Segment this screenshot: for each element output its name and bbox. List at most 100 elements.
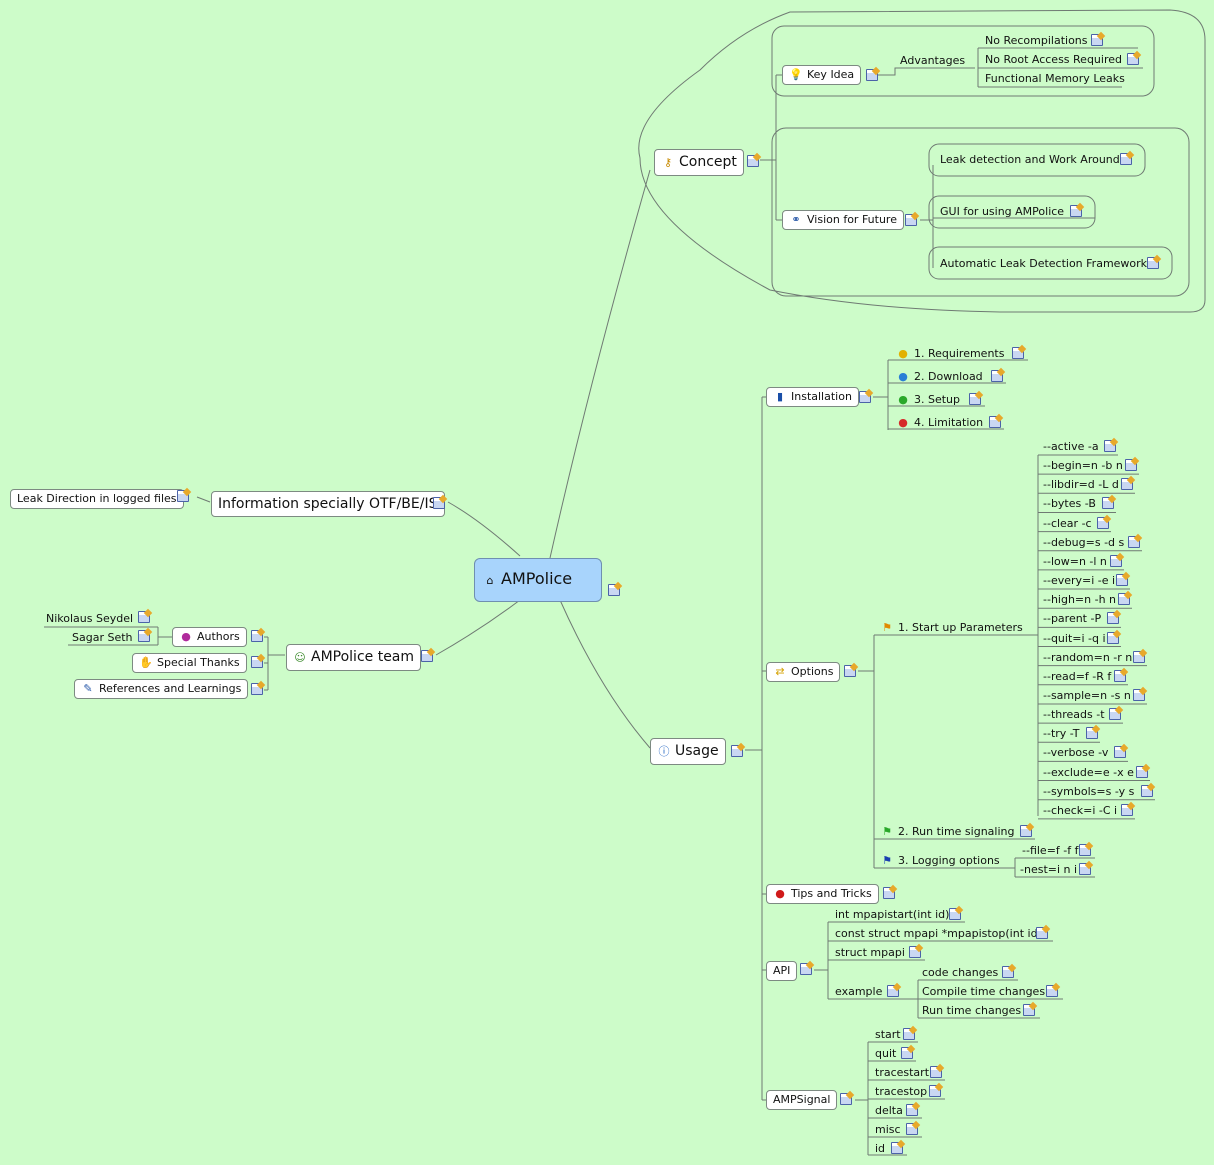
note-icon[interactable]: [1114, 669, 1126, 682]
note-icon[interactable]: [840, 1093, 852, 1105]
note-icon[interactable]: [906, 1123, 918, 1135]
startup-param[interactable]: --debug=s -d s: [1043, 535, 1125, 549]
signal-item[interactable]: start: [875, 1028, 901, 1041]
note-icon[interactable]: [251, 630, 263, 642]
authors-node[interactable]: ●Authors: [172, 627, 247, 647]
signal-item[interactable]: delta: [875, 1104, 903, 1117]
note-icon[interactable]: [1020, 825, 1032, 837]
team-node[interactable]: ☺AMPolice team: [286, 644, 422, 671]
information-child[interactable]: Leak Direction in logged files: [10, 489, 184, 509]
api-item[interactable]: int mpapistart(int id);: [835, 908, 954, 921]
note-icon[interactable]: [1118, 593, 1130, 606]
note-icon[interactable]: [1023, 1004, 1035, 1016]
note-icon[interactable]: [177, 490, 189, 502]
installation-item[interactable]: ●3. Setup: [896, 392, 960, 407]
api-item[interactable]: struct mpapi: [835, 946, 905, 959]
information-node[interactable]: Information specially OTF/BE/IS: [211, 491, 445, 517]
note-icon[interactable]: [949, 908, 961, 920]
note-icon[interactable]: [1046, 985, 1058, 997]
ampsignal-node[interactable]: AMPSignal: [766, 1090, 838, 1110]
logging-param[interactable]: --file=f -f f: [1022, 844, 1079, 857]
startup-param[interactable]: --begin=n -b n: [1043, 459, 1123, 473]
note-icon[interactable]: [1012, 347, 1024, 359]
note-icon[interactable]: [991, 370, 1003, 382]
note-icon[interactable]: [1097, 516, 1109, 529]
note-icon[interactable]: [1104, 440, 1116, 452]
startup-param[interactable]: --bytes -B: [1043, 497, 1096, 511]
startup-param[interactable]: --random=n -r n: [1043, 650, 1133, 664]
note-icon[interactable]: [1036, 927, 1048, 939]
logging-param[interactable]: -nest=i n i: [1020, 863, 1078, 876]
signal-item[interactable]: misc: [875, 1123, 901, 1136]
note-icon[interactable]: [138, 630, 150, 642]
note-icon[interactable]: [905, 214, 917, 226]
note-icon[interactable]: [1147, 257, 1159, 269]
note-icon[interactable]: [1114, 746, 1126, 759]
startup-param[interactable]: --check=i -C i: [1043, 803, 1118, 817]
vision-item[interactable]: GUI for using AMPolice: [940, 205, 1065, 218]
startup-param[interactable]: --active -a: [1043, 440, 1099, 453]
signal-item[interactable]: quit: [875, 1047, 897, 1060]
note-icon[interactable]: [969, 393, 981, 405]
startup-param[interactable]: --parent -P: [1043, 612, 1102, 626]
example-item[interactable]: Run time changes: [922, 1004, 1022, 1017]
note-icon[interactable]: [1128, 535, 1140, 548]
note-icon[interactable]: [1102, 497, 1114, 510]
note-icon[interactable]: [903, 1028, 915, 1040]
note-icon[interactable]: [1120, 153, 1132, 165]
note-icon[interactable]: [859, 391, 871, 403]
startup-param[interactable]: --quit=i -q i: [1043, 631, 1106, 645]
advantage-item[interactable]: No Root Access Required: [985, 53, 1122, 66]
startup-param[interactable]: --try -T: [1043, 727, 1080, 741]
author-name[interactable]: Sagar Seth: [72, 631, 133, 644]
note-icon[interactable]: [909, 946, 921, 958]
startup-param[interactable]: --read=f -R f: [1043, 669, 1112, 683]
note-icon[interactable]: [930, 1066, 942, 1078]
note-icon[interactable]: [887, 985, 899, 997]
startup-param[interactable]: --symbols=s -y s: [1043, 784, 1135, 798]
startup-param[interactable]: --high=n -h n: [1043, 593, 1117, 607]
note-icon[interactable]: [901, 1047, 913, 1059]
note-icon[interactable]: [1116, 574, 1128, 587]
startup-param[interactable]: --low=n -l n: [1043, 554, 1107, 568]
advantage-item[interactable]: Functional Memory Leaks: [985, 72, 1125, 85]
note-icon[interactable]: [1070, 205, 1082, 217]
installation-node[interactable]: ▮Installation: [766, 387, 859, 407]
note-icon[interactable]: [1107, 612, 1119, 625]
note-icon[interactable]: [883, 887, 895, 899]
installation-item[interactable]: ●2. Download: [896, 369, 982, 384]
startup-param[interactable]: --threads -t: [1043, 708, 1105, 722]
concept-node[interactable]: ⚷Concept: [654, 149, 744, 176]
api-node[interactable]: API: [766, 961, 798, 981]
note-icon[interactable]: [844, 665, 856, 677]
note-icon[interactable]: [1079, 863, 1091, 875]
note-icon[interactable]: [1110, 554, 1122, 567]
note-icon[interactable]: [1121, 478, 1133, 491]
startup-param[interactable]: --sample=n -s n: [1043, 688, 1131, 702]
signal-item[interactable]: id: [875, 1142, 886, 1155]
example-item[interactable]: code changes: [922, 966, 999, 979]
advantages-label[interactable]: Advantages: [900, 54, 966, 67]
refs-node[interactable]: ✎References and Learnings: [74, 679, 249, 699]
note-icon[interactable]: [800, 963, 812, 975]
note-icon[interactable]: [1125, 459, 1137, 472]
note-icon[interactable]: [608, 584, 620, 596]
options-node[interactable]: ⇄Options: [766, 662, 841, 682]
advantage-item[interactable]: No Recompilations: [985, 34, 1088, 47]
startup-param[interactable]: --exclude=e -x e: [1043, 765, 1134, 779]
author-name[interactable]: Nikolaus Seydel: [46, 612, 134, 625]
note-icon[interactable]: [1109, 708, 1121, 721]
note-icon[interactable]: [251, 656, 263, 668]
note-icon[interactable]: [138, 611, 150, 623]
note-icon[interactable]: [929, 1085, 941, 1097]
api-item[interactable]: const struct mpapi *mpapistop(int id);: [835, 927, 1046, 940]
note-icon[interactable]: [1133, 650, 1145, 663]
note-icon[interactable]: [906, 1104, 918, 1116]
startup-param[interactable]: --verbose -v: [1043, 746, 1109, 760]
note-icon[interactable]: [1091, 34, 1103, 46]
signal-item[interactable]: tracestop: [875, 1085, 928, 1098]
note-icon[interactable]: [433, 497, 445, 509]
startup-param[interactable]: --libdir=d -L d: [1043, 478, 1119, 492]
vision-item[interactable]: Automatic Leak Detection Framework.: [940, 257, 1151, 270]
